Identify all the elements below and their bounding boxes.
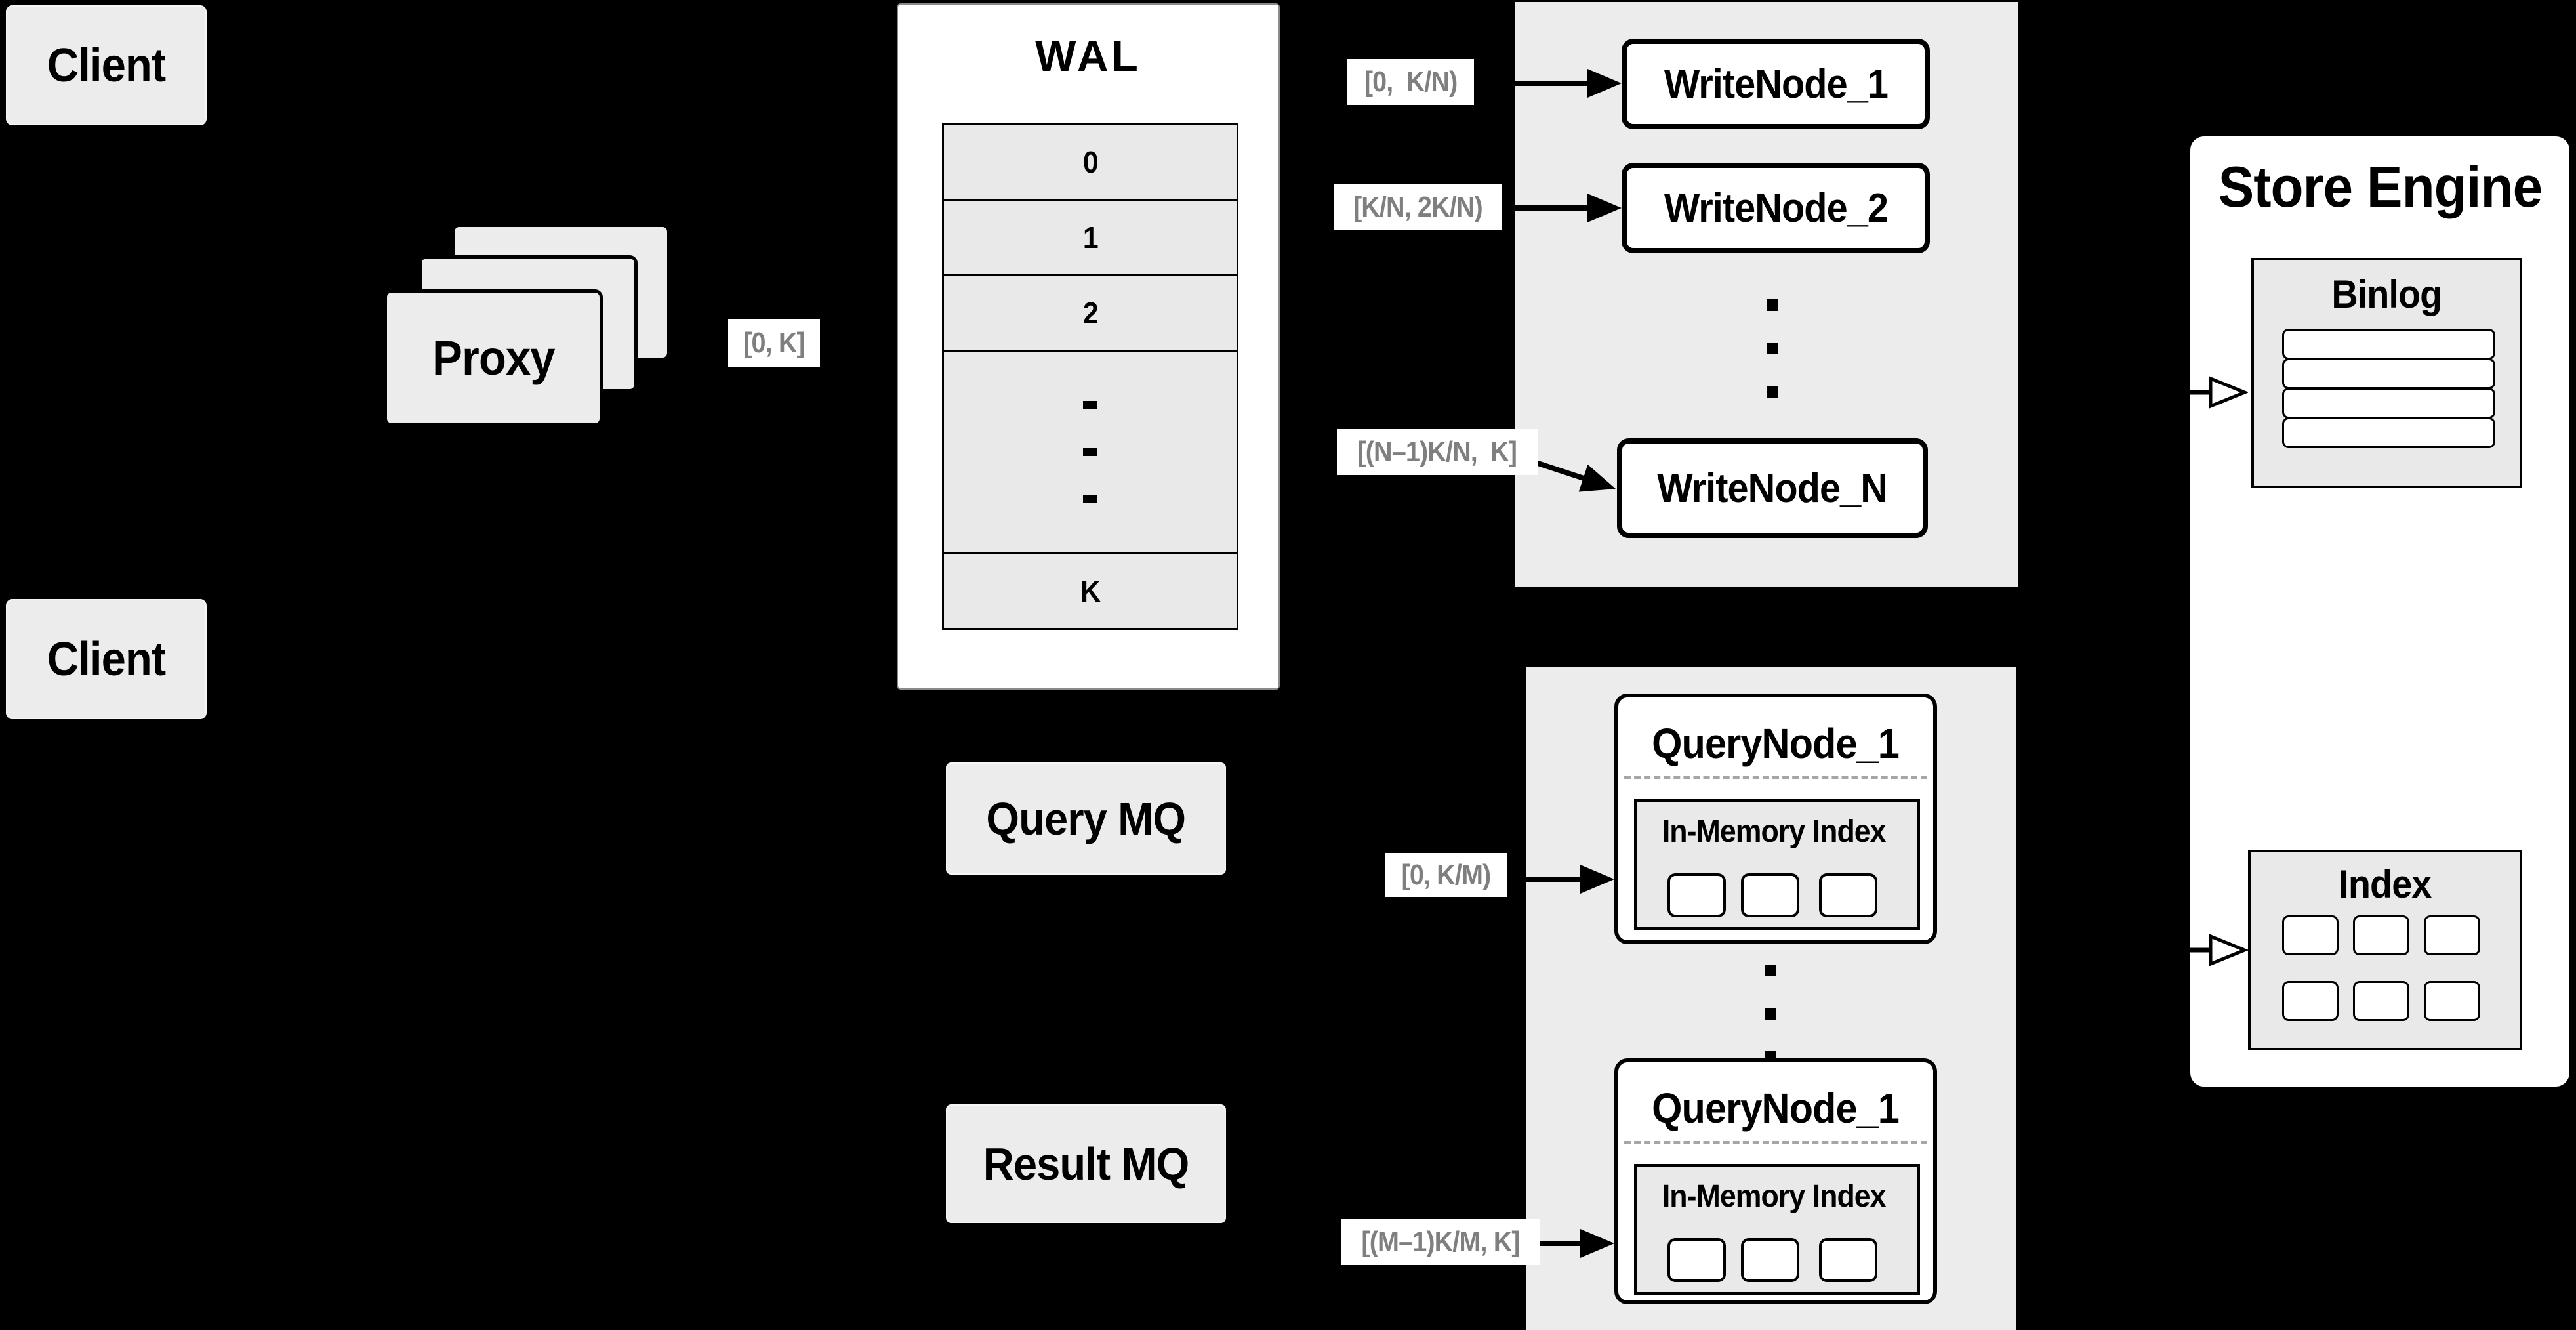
wal-segment-table: 0 1 2 K [942, 123, 1238, 630]
query-node-2-title: QueryNode_1 [1652, 1085, 1900, 1132]
vertical-ellipsis-icon [1767, 283, 1778, 413]
wal-segment-row: 2 [942, 274, 1238, 352]
binlog-log-row [2282, 358, 2495, 389]
in-memory-index-title: In-Memory Index [1662, 814, 1887, 849]
wal-segment-row: 1 [942, 199, 1238, 276]
vertical-ellipsis-icon [1083, 381, 1097, 523]
wal-segment-row: K [942, 552, 1238, 630]
dashed-divider [1624, 1141, 1927, 1144]
range-chip-query-2: [(M–1)K/M, K] [1341, 1219, 1541, 1265]
segment-cell [1819, 1238, 1877, 1282]
client-top-label: Client [47, 39, 166, 92]
binlog-log-row [2282, 388, 2495, 419]
query-mq-node: Query MQ [946, 762, 1226, 875]
wal-segment-row: 0 [942, 123, 1238, 201]
index-cell [2282, 981, 2339, 1021]
segment-cell [1741, 873, 1799, 917]
range-chip-write-1: [0, K/N) [1347, 59, 1475, 105]
hollow-arrow-icon [2135, 376, 2248, 409]
query-node-1-title: QueryNode_1 [1652, 720, 1900, 767]
wal-title: WAL [1035, 31, 1141, 80]
binlog-title: Binlog [2331, 272, 2443, 316]
client-node-top: Client [6, 5, 207, 125]
index-cell [2282, 915, 2339, 955]
proxy-node: Proxy [384, 289, 603, 426]
wal-ellipsis-row [942, 350, 1238, 554]
store-engine-title: Store Engine [2218, 154, 2543, 219]
range-chip-write-n: [(N–1)K/N, K] [1337, 429, 1538, 475]
result-mq-node: Result MQ [946, 1104, 1226, 1223]
range-chip-query-1: [0, K/M) [1385, 853, 1507, 897]
client-node-bottom: Client [6, 599, 207, 719]
proxy-label: Proxy [432, 331, 556, 385]
write-node-n: WriteNode_N [1617, 438, 1928, 538]
write-node-2: WriteNode_2 [1622, 163, 1930, 253]
binlog-log-row [2282, 329, 2495, 360]
segment-cell [1667, 873, 1726, 917]
write-node-1: WriteNode_1 [1622, 39, 1930, 129]
binlog-log-row [2282, 417, 2495, 448]
index-cell [2424, 915, 2480, 955]
range-chip-write-2: [K/N, 2K/N) [1334, 184, 1502, 230]
hollow-arrow-icon [2135, 934, 2248, 966]
range-chip-proxy-wal: [0, K] [728, 319, 820, 367]
index-cell [2353, 981, 2409, 1021]
index-title: Index [2339, 862, 2432, 906]
index-cell [2353, 915, 2409, 955]
in-memory-index-title: In-Memory Index [1662, 1178, 1887, 1214]
solid-arrow-icon [1469, 69, 1622, 98]
client-bottom-label: Client [47, 633, 166, 686]
index-cell [2424, 981, 2480, 1021]
segment-cell [1667, 1238, 1726, 1282]
dashed-divider [1624, 776, 1927, 779]
segment-cell [1741, 1238, 1799, 1282]
segment-cell [1819, 873, 1877, 917]
